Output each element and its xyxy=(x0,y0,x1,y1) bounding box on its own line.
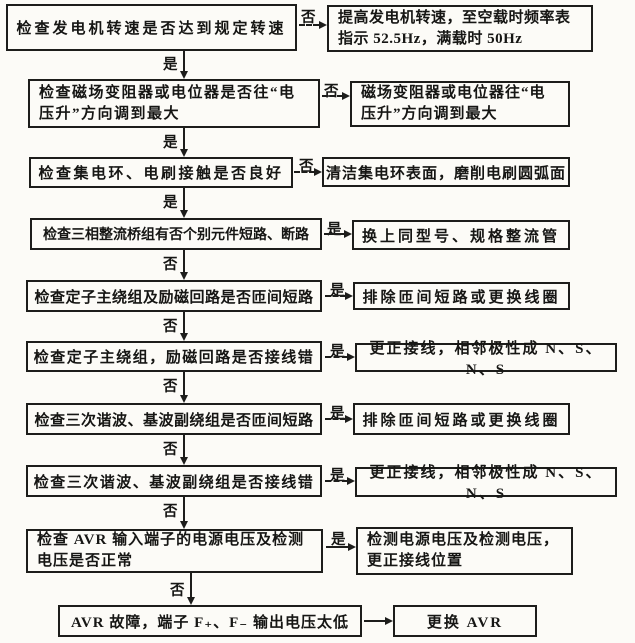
flow-box-check-slip-ring-brush: 检查集电环、电刷接触是否良好 xyxy=(29,157,293,188)
next-arrow-line xyxy=(183,188,185,211)
next-arrow-line xyxy=(183,435,185,458)
flow-box-correct-wiring-2: 更正接线，相邻极性成 N、S、N、S xyxy=(355,465,617,502)
flow-box-check-avr-voltage: 检查 AVR 输入端子的电源电压及检测电压是否正常 xyxy=(26,529,323,573)
arrow-right-icon xyxy=(385,617,393,625)
action-text: 排除匝间短路或更换线圈 xyxy=(362,412,561,429)
next-label-no: 否 xyxy=(170,583,185,599)
branch-arrow-line xyxy=(325,295,346,297)
flow-box-raise-speed: 提高发电机转速，至空载时频率表指示 52.5Hz，满载时 50Hz xyxy=(327,5,593,52)
branch-arrow-line xyxy=(325,418,346,420)
arrow-down-icon xyxy=(187,597,195,605)
flow-box-check-harmonic-wiring: 检查三次谐波、基波副绕组是否接线错 xyxy=(26,465,322,497)
check-text: 检查三次谐波、基波副绕组是否匝间短路 xyxy=(34,412,314,429)
flow-box-fix-turn-short: 排除匝间短路或更换线圈 xyxy=(353,282,570,310)
flow-box-avr-fault: AVR 故障，端子 F₊、F₋ 输出电压太低 xyxy=(58,605,362,637)
check-text: 检查定子主绕组及励磁回路是否匝间短路 xyxy=(34,289,314,306)
branch-arrow-line xyxy=(325,480,348,482)
flow-box-check-rectifier-bridge: 检查三相整流桥组有否个别元件短路、断路 xyxy=(30,218,322,250)
next-arrow-line xyxy=(183,497,185,522)
check-text: 检查集电环、电刷接触是否良好 xyxy=(38,166,284,182)
arrow-down-icon xyxy=(180,149,188,157)
action-text: 更正接线，相邻极性成 N、S、N、S xyxy=(369,465,603,502)
next-label-no: 否 xyxy=(163,442,178,458)
flow-box-correct-wiring: 更正接线，相邻极性成 N、S、N、S xyxy=(355,341,617,378)
branch-arrow-line xyxy=(294,171,315,173)
action-text: 检测电源电压及检测电压，更正接线位置 xyxy=(367,532,560,569)
branch-arrow-line xyxy=(364,620,386,622)
flow-box-check-generator-speed: 检查发电机转速是否达到规定转速 xyxy=(6,4,297,51)
arrow-right-icon xyxy=(348,543,356,551)
branch-arrow-line xyxy=(324,233,345,235)
branch-label-yes: 是 xyxy=(331,532,346,548)
arrow-down-icon xyxy=(180,210,188,218)
branch-label-yes: 是 xyxy=(327,222,342,238)
next-arrow-line xyxy=(183,372,185,396)
branch-arrow-line xyxy=(326,546,349,548)
arrow-right-icon xyxy=(319,21,327,29)
next-label-yes: 是 xyxy=(163,195,178,211)
next-label-yes: 是 xyxy=(163,57,178,73)
check-text: 检查 AVR 输入端子的电源电压及检测电压是否正常 xyxy=(37,532,305,569)
next-arrow-line xyxy=(190,573,192,598)
flow-box-replace-rectifier: 换上同型号、规格整流管 xyxy=(352,220,570,250)
check-text: 检查定子主绕组，励磁回路是否接线错 xyxy=(33,350,315,366)
arrow-down-icon xyxy=(180,333,188,341)
flow-box-check-harmonic-turn-short: 检查三次谐波、基波副绕组是否匝间短路 xyxy=(26,403,322,435)
next-label-no: 否 xyxy=(163,257,178,273)
branch-arrow-line xyxy=(299,24,319,26)
arrow-right-icon xyxy=(347,353,355,361)
branch-arrow-line xyxy=(322,95,343,97)
arrow-right-icon xyxy=(345,292,353,300)
branch-label-no: 否 xyxy=(301,10,316,26)
branch-label-no: 否 xyxy=(324,84,339,100)
arrow-right-icon xyxy=(342,92,350,100)
check-text: 检查磁场变阻器或电位器是否往“电压升”方向调到最大 xyxy=(39,84,296,122)
arrow-down-icon xyxy=(180,457,188,465)
arrow-right-icon xyxy=(347,477,355,485)
flow-box-check-stator-turn-short: 检查定子主绕组及励磁回路是否匝间短路 xyxy=(26,280,322,312)
check-text: 检查三相整流桥组有否个别元件短路、断路 xyxy=(43,228,309,243)
check-text: 检查发电机转速是否达到规定转速 xyxy=(16,21,287,37)
action-text: 磁场变阻器或电位器往“电压升”方向调到最大 xyxy=(361,85,546,122)
branch-arrow-line xyxy=(325,356,348,358)
check-text: 检查三次谐波、基波副绕组是否接线错 xyxy=(33,474,315,491)
arrow-down-icon xyxy=(180,395,188,403)
next-label-no: 否 xyxy=(163,379,178,395)
flow-box-clean-slip-ring: 清洁集电环表面，磨削电刷圆弧面 xyxy=(322,157,570,187)
arrow-right-icon xyxy=(345,415,353,423)
next-label-no: 否 xyxy=(163,504,178,520)
arrow-down-icon xyxy=(180,71,188,79)
action-text: 更换 AVR xyxy=(426,614,504,631)
flow-box-check-stator-wiring: 检查定子主绕组，励磁回路是否接线错 xyxy=(26,341,322,372)
flow-box-check-field-rheostat: 检查磁场变阻器或电位器是否往“电压升”方向调到最大 xyxy=(28,79,320,128)
arrow-down-icon xyxy=(180,521,188,529)
action-text: 提高发电机转速，至空载时频率表指示 52.5Hz，满载时 50Hz xyxy=(338,9,571,47)
flow-box-adjust-rheostat: 磁场变阻器或电位器往“电压升”方向调到最大 xyxy=(350,81,570,127)
arrow-right-icon xyxy=(344,230,352,238)
arrow-down-icon xyxy=(180,272,188,280)
check-text: AVR 故障，端子 F₊、F₋ 输出电压太低 xyxy=(71,614,349,631)
next-arrow-line xyxy=(183,128,185,150)
flow-box-fix-turn-short-2: 排除匝间短路或更换线圈 xyxy=(353,403,570,435)
arrow-right-icon xyxy=(314,168,322,176)
next-arrow-line xyxy=(183,312,185,334)
next-arrow-line xyxy=(183,250,185,273)
next-label-yes: 是 xyxy=(163,135,178,151)
action-text: 清洁集电环表面，磨削电刷圆弧面 xyxy=(325,165,566,182)
next-arrow-line xyxy=(183,51,185,72)
action-text: 排除匝间短路或更换线圈 xyxy=(362,289,561,306)
flow-box-replace-avr: 更换 AVR xyxy=(393,605,537,637)
next-label-no: 否 xyxy=(163,319,178,335)
action-text: 换上同型号、规格整流管 xyxy=(361,228,560,245)
action-text: 更正接线，相邻极性成 N、S、N、S xyxy=(369,340,603,378)
flow-box-check-supply-voltage: 检测电源电压及检测电压，更正接线位置 xyxy=(356,527,573,575)
